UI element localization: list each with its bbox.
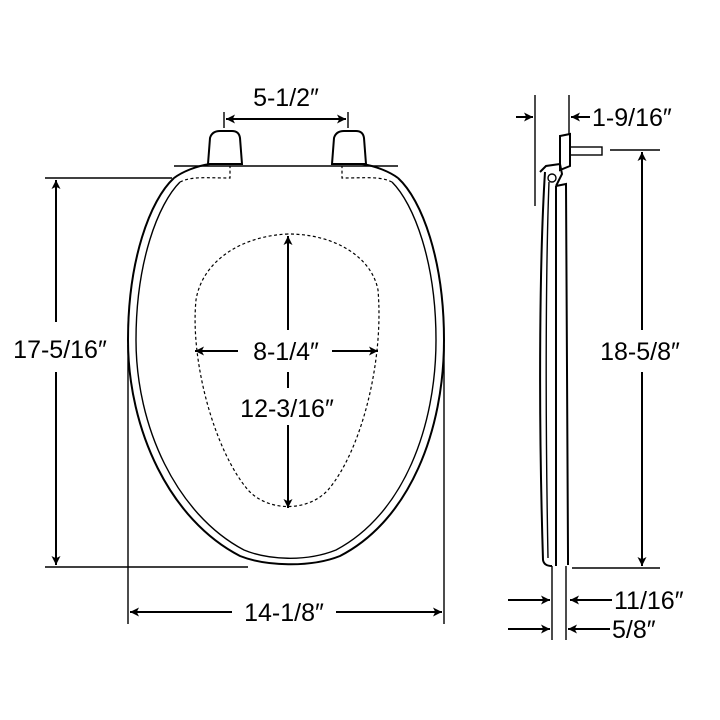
outer-width-label: 14-1/8″: [244, 599, 324, 627]
lid-thickness-label: 5/8″: [612, 616, 656, 644]
seat-outer-outline: [126, 177, 446, 566]
opening-length-label: 12-3/16″: [240, 395, 334, 423]
overall-length-label: 18-5/8″: [600, 338, 680, 366]
seat-opening-outline: [194, 233, 380, 508]
outer-length-label: 17-5/16″: [13, 336, 107, 364]
lid-profile: [539, 171, 553, 567]
left-hinge-cover: [206, 130, 244, 165]
seat-profile: [555, 182, 569, 566]
side-view: 1-9/16″ 18-5/8″ 11/16″ 5/8″: [508, 95, 684, 644]
right-hinge-cover: [330, 130, 368, 165]
seat-thickness-label: 11/16″: [614, 587, 684, 615]
hinge-offset-label: 1-9/16″: [592, 104, 672, 132]
hinge-spacing-label: 5-1/2″: [253, 84, 319, 112]
top-view: 5-1/2″ 17-5/16″ 14-1/8″ 12-3/16″ 8-1/4″: [13, 84, 446, 627]
opening-width-label: 8-1/4″: [253, 338, 319, 366]
seat-inner-outline: [135, 181, 437, 559]
